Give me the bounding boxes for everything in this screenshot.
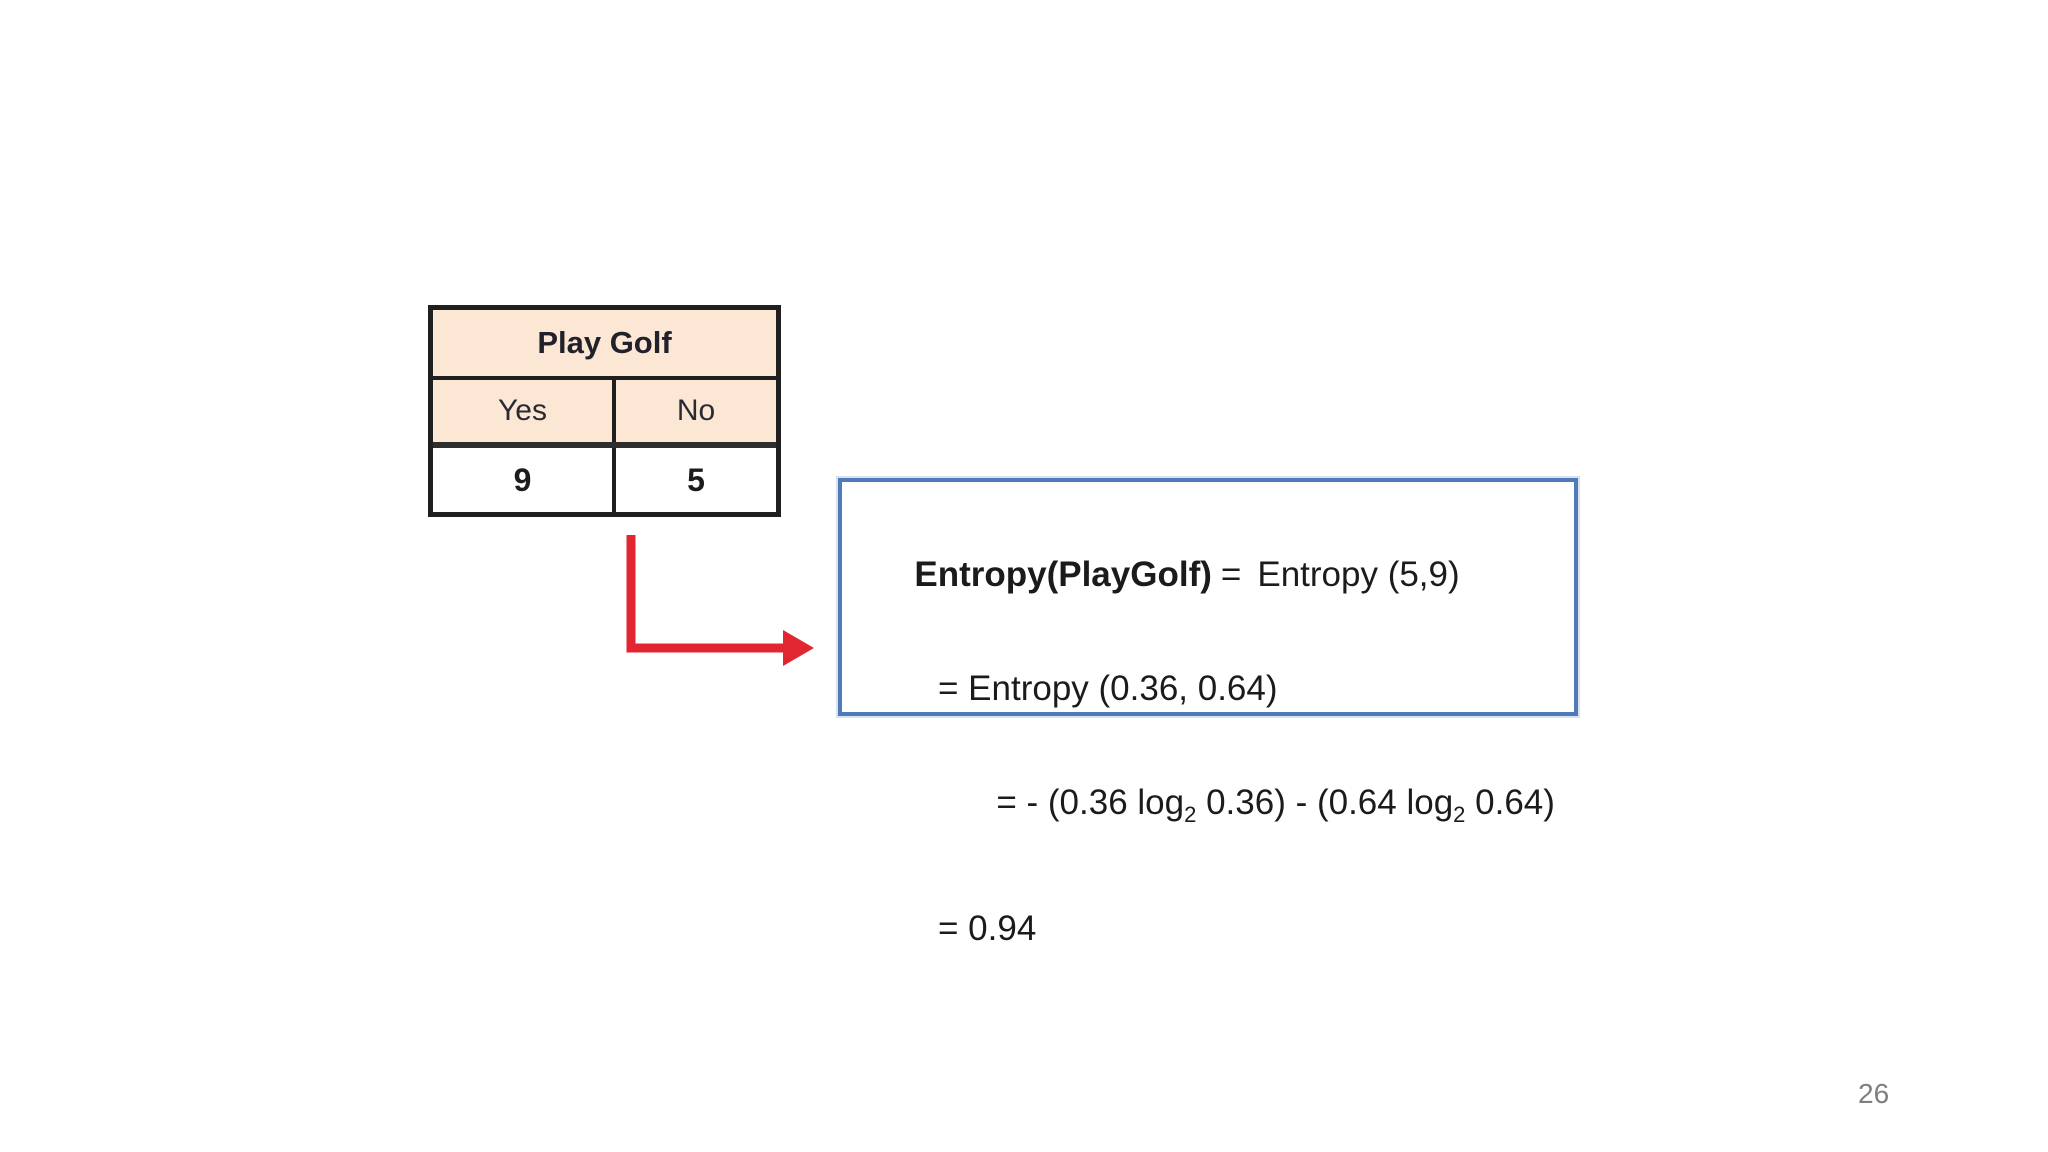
formula-equals: =	[1220, 555, 1242, 594]
formula-line-2: = Entropy (0.36, 0.64)	[938, 669, 1278, 708]
formula-line-3-part-3: 0.64)	[1465, 783, 1555, 822]
table-value-row: 9 5	[433, 448, 776, 512]
column-header-yes: Yes	[498, 394, 547, 427]
log-subscript-2: 2	[1184, 802, 1197, 827]
arrow-head-icon	[783, 630, 814, 666]
log-subscript-2: 2	[1453, 802, 1466, 827]
arrow-line	[626, 535, 787, 653]
table-title: Play Golf	[433, 310, 776, 380]
formula-line-4: = 0.94	[938, 909, 1037, 948]
table-column-header-row: Yes No	[433, 380, 776, 448]
formula-line-3-part-2: 0.36) - (0.64 log	[1196, 783, 1454, 822]
entropy-box: Entropy(PlayGolf)= Entropy (5,9) = Entrop…	[838, 478, 1578, 948]
formula-line-1: Entropy(PlayGolf)= Entropy (5,9)	[856, 489, 1556, 660]
flow-arrow	[626, 535, 814, 666]
value-yes: 9	[513, 461, 532, 498]
column-header-no: No	[612, 380, 776, 442]
play-golf-table: Play Golf Yes No 9 5	[428, 305, 781, 517]
formula-rhs: Entropy (5,9)	[1257, 555, 1460, 594]
page-number: 26	[1858, 1078, 1890, 1109]
formula-line-3-part-1: = - (0.36 log	[996, 783, 1185, 822]
formula-lhs: Entropy(PlayGolf)	[914, 555, 1212, 594]
formula-line-3: = - (0.36 log2 0.36) - (0.64 log2 0.64)	[856, 717, 1556, 900]
value-no: 5	[612, 448, 776, 512]
